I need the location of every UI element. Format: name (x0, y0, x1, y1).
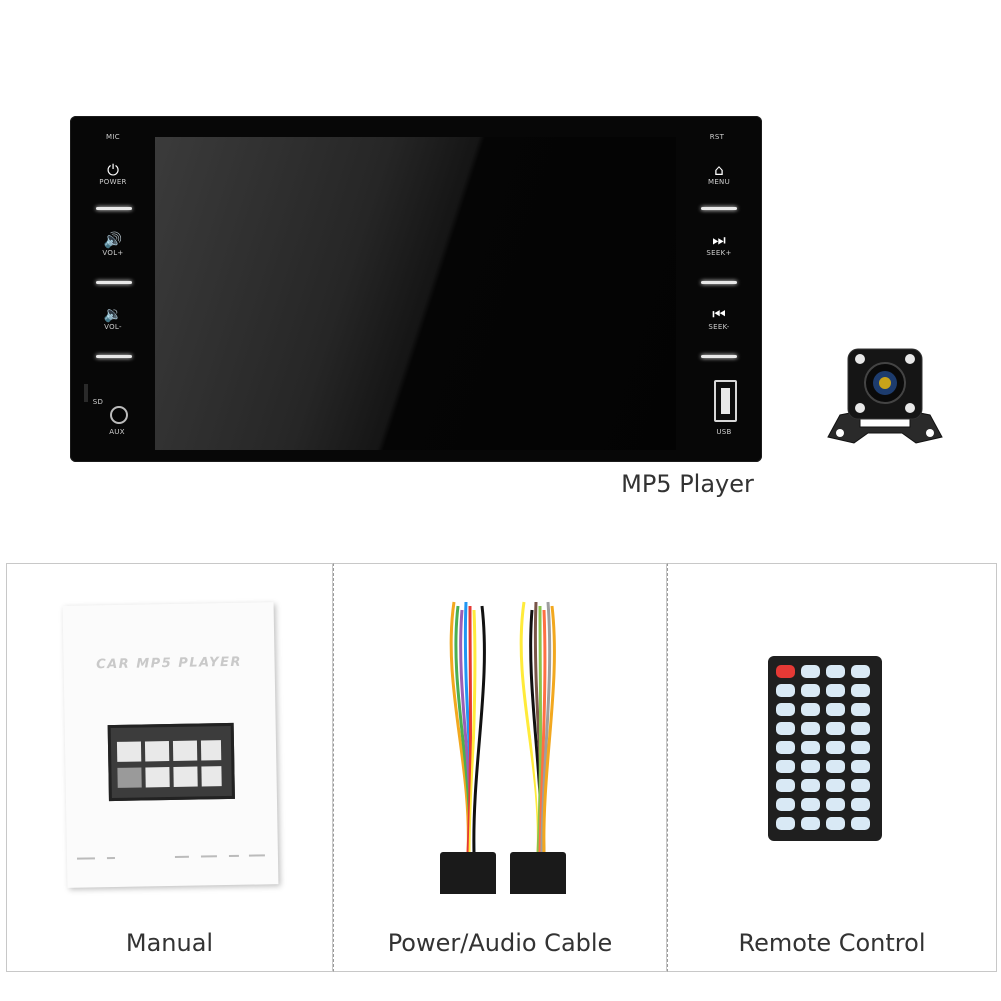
home-icon[interactable]: ⌂ (714, 161, 724, 179)
seek-up-label: SEEK+ (706, 249, 732, 257)
remote-key (851, 798, 870, 811)
remote-key (776, 703, 795, 716)
remote-key (801, 817, 820, 830)
manual-booklet: CAR MP5 PLAYER (62, 602, 279, 888)
sd-label: SD (92, 398, 104, 406)
remote-key (851, 665, 870, 678)
manual-cell: CAR MP5 PLAYER Manual (6, 563, 333, 972)
remote-key (801, 779, 820, 792)
manual-footer-marks (76, 854, 265, 860)
remote-key (801, 722, 820, 735)
power-icon[interactable]: ⏻ (107, 161, 119, 179)
manual-title: CAR MP5 PLAYER (96, 654, 243, 673)
remote-key (851, 684, 870, 697)
remote-cell: Remote Control (667, 563, 997, 972)
previous-track-icon[interactable]: ⏮ (712, 305, 726, 323)
remote-key (776, 741, 795, 754)
power-audio-cable-image (440, 601, 566, 894)
aux-label: AUX (109, 428, 125, 436)
remote-key (776, 798, 795, 811)
left-indicator-bar (96, 281, 132, 284)
remote-key (851, 779, 870, 792)
remote-control-image (768, 656, 882, 841)
right-indicator-bar (701, 281, 737, 284)
aux-jack (110, 406, 128, 424)
next-track-icon[interactable]: ⏭ (712, 231, 726, 249)
remote-key (851, 703, 870, 716)
remote-key (801, 703, 820, 716)
remote-key (851, 760, 870, 773)
remote-key (851, 817, 870, 830)
remote-key (801, 665, 820, 678)
cable-connector (440, 852, 496, 894)
remote-key (801, 684, 820, 697)
remote-key (776, 817, 795, 830)
remote-key (826, 817, 845, 830)
vol-down-label: VOL- (104, 323, 122, 331)
remote-key (826, 684, 845, 697)
cable-wire (472, 605, 486, 855)
rst-label: RST (709, 133, 725, 141)
remote-key (776, 722, 795, 735)
remote-key (826, 741, 845, 754)
remote-key (851, 741, 870, 754)
volume-up-icon[interactable]: 🔊 (103, 231, 123, 249)
cable-caption: Power/Audio Cable (387, 929, 613, 957)
remote-key (826, 779, 845, 792)
remote-key (826, 665, 845, 678)
remote-caption: Remote Control (738, 929, 926, 957)
remote-key (826, 703, 845, 716)
mic-label: MIC (106, 133, 120, 141)
remote-key (776, 779, 795, 792)
volume-down-icon[interactable]: 🔉 (103, 305, 123, 323)
right-indicator-bar (701, 207, 737, 210)
cable-wire (540, 601, 552, 855)
cable-wire (470, 601, 482, 855)
seek-down-label: SEEK- (708, 323, 730, 331)
vol-up-label: VOL+ (102, 249, 124, 257)
manual-cover-screen (107, 722, 235, 802)
remote-key (826, 760, 845, 773)
left-indicator-bar (96, 355, 132, 358)
cable-wire (542, 605, 556, 855)
remote-key (851, 722, 870, 735)
manual-caption: Manual (125, 929, 214, 957)
cable-cell: Power/Audio Cable (333, 563, 667, 972)
left-indicator-bar (96, 207, 132, 210)
cable-wire (466, 605, 472, 855)
cable-wire (536, 605, 542, 855)
remote-key (776, 665, 795, 678)
remote-key (801, 798, 820, 811)
remote-key (801, 760, 820, 773)
usb-label: USB (716, 428, 732, 436)
cable-connector (510, 852, 566, 894)
usb-port (714, 380, 737, 422)
remote-key (826, 798, 845, 811)
cable-wire (468, 609, 477, 855)
remote-key (801, 741, 820, 754)
power-label: POWER (99, 178, 127, 186)
remote-key (826, 722, 845, 735)
player-caption: MP5 Player (621, 470, 754, 498)
sd-card-slot (84, 384, 88, 402)
remote-key (776, 684, 795, 697)
cable-wire (538, 609, 547, 855)
player-screen (155, 137, 676, 450)
rear-camera-image (827, 348, 943, 444)
right-indicator-bar (701, 355, 737, 358)
menu-label: MENU (707, 178, 731, 186)
remote-key (776, 760, 795, 773)
